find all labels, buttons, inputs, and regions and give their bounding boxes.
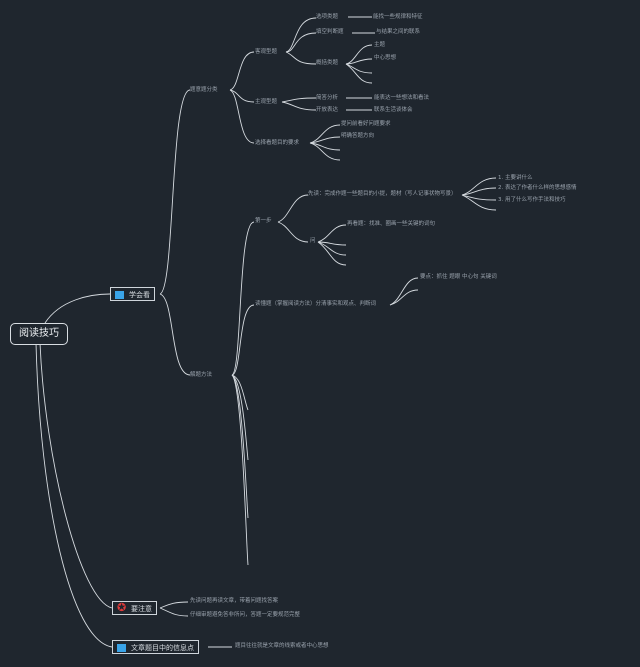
topic-patterns[interactable]: 能找一些规律和特征: [373, 14, 423, 20]
topic-summary[interactable]: 概括类题: [316, 60, 339, 66]
topic-ask[interactable]: 问: [310, 238, 316, 244]
topic-subjective[interactable]: 主观型题: [255, 99, 278, 105]
topic-requirement[interactable]: 选择看题目的要求: [255, 140, 300, 146]
topic-short-answer[interactable]: 简答分析: [316, 95, 339, 101]
topic-opinions[interactable]: 能表达一些想法和看法: [374, 95, 430, 101]
note-read-questions-first[interactable]: 先读问题再读文章，带着问题找答案: [190, 598, 279, 604]
topic-then-read[interactable]: 再看题：找准、圈画一些关键的词句: [347, 221, 436, 227]
topic-relation[interactable]: 与结果之间的联系: [376, 29, 421, 35]
topic-choice[interactable]: 选项类题: [316, 14, 339, 20]
topic-read-before[interactable]: 提问前看好问题要求: [341, 121, 391, 127]
topic-direction[interactable]: 明确答题方向: [341, 133, 375, 139]
topic-step-one[interactable]: 第一步: [255, 218, 272, 224]
topic-what-about[interactable]: 1. 主要讲什么: [498, 175, 533, 181]
branch-node-attention[interactable]: ✪ 要注意: [112, 601, 157, 615]
topic-solving-methods[interactable]: 解题方法: [190, 372, 213, 378]
topic-feelings[interactable]: 2. 表达了作者什么样的思想感情: [498, 185, 577, 191]
topic-first-read[interactable]: 先读：完成作题一些题目的小提，题材（写人记事状物写景）: [308, 191, 457, 197]
branch-node-look[interactable]: 学会看: [110, 287, 155, 301]
note-answer-carefully[interactable]: 仔细审题避免答非所问，答题一定要规范完整: [190, 612, 301, 618]
topic-fill-judge[interactable]: 填空判断题: [316, 29, 344, 35]
topic-open-expression[interactable]: 开放表达: [316, 107, 339, 113]
note-title-clue[interactable]: 题目往往就是文章的线索或者中心思想: [235, 643, 329, 649]
flag-icon: [117, 644, 126, 652]
topic-read-question[interactable]: 读懂题（掌握阅读方法）分清事实和观点、判断词: [255, 301, 377, 307]
branch-label: 要注意: [131, 605, 152, 613]
topic-objective[interactable]: 客观型题: [255, 49, 278, 55]
branch-label: 文章题目中的信息点: [131, 644, 194, 652]
topic-key-points[interactable]: 要点：抓住 题眼 中心句 关键词: [420, 274, 497, 280]
root-node[interactable]: 阅读技巧: [10, 323, 68, 345]
topic-main-idea[interactable]: 中心思想: [374, 55, 397, 61]
branch-label: 学会看: [129, 291, 150, 299]
topic-life[interactable]: 联系生活谈体会: [374, 107, 413, 113]
flag-icon: [115, 291, 124, 299]
topic-theme[interactable]: 主题: [374, 42, 386, 48]
topic-question-types[interactable]: 题意题分类: [190, 87, 218, 93]
branch-node-title-info[interactable]: 文章题目中的信息点: [112, 640, 199, 654]
star-icon: ✪: [117, 601, 127, 614]
topic-techniques[interactable]: 3. 用了什么写作手法和技巧: [498, 197, 566, 203]
